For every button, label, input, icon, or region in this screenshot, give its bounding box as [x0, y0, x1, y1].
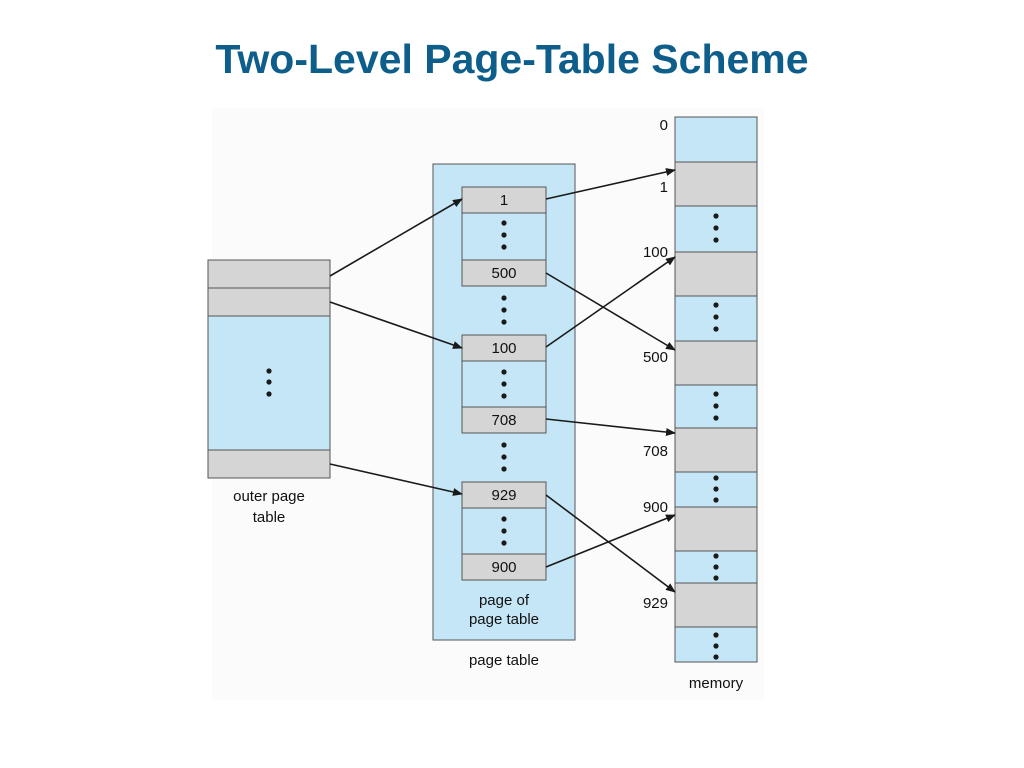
memory-address: 708 [643, 443, 668, 460]
page-table-inner-label-line2: page table [469, 611, 539, 628]
memory-address: 500 [643, 349, 668, 366]
outer-table-label-line2: table [253, 509, 286, 526]
page-table-entry-label: 900 [491, 559, 516, 576]
page-table-entry [461, 553, 547, 581]
memory-address: 929 [643, 595, 668, 612]
ellipsis-dots [266, 368, 272, 397]
memory-label: memory [689, 675, 744, 692]
memory-address: 1 [660, 179, 668, 196]
outer-table-label-line1: outer page [233, 488, 305, 505]
arrow [545, 272, 676, 351]
memory-address: 0 [660, 117, 668, 134]
memory-frame [674, 161, 758, 207]
arrow [545, 494, 676, 593]
page-table: 1 500 100 708 929 900 page of page table… [432, 163, 576, 669]
arrow [329, 198, 463, 277]
page-table-entry [461, 406, 547, 434]
arrow [329, 301, 463, 349]
page-table-entry-label: 929 [491, 487, 516, 504]
page-table-entry-label: 500 [491, 265, 516, 282]
arrow [329, 463, 463, 496]
arrow [545, 256, 676, 348]
memory-address: 900 [643, 499, 668, 516]
arrow [545, 514, 676, 568]
memory-frame [674, 506, 758, 552]
memory-address: 100 [643, 244, 668, 261]
page-table-entry [461, 259, 547, 287]
arrow [545, 418, 676, 437]
page-table-entry-label: 1 [500, 192, 508, 209]
memory-column [674, 116, 758, 663]
page-table-inner-label-line1: page of [479, 592, 530, 609]
arrows [329, 168, 676, 593]
page-table-label: page table [469, 652, 539, 669]
page-table-entry-label: 100 [491, 340, 516, 357]
page-table-entry [461, 186, 547, 214]
page-table-entry [461, 481, 547, 509]
memory-frame [674, 251, 758, 297]
page-table-entry [461, 334, 547, 362]
outer-entry-3 [207, 449, 331, 479]
memory-frame [674, 582, 758, 628]
memory-frame [674, 340, 758, 386]
outer-page-table: outer page table [207, 259, 331, 526]
outer-entry-1 [207, 259, 331, 289]
ellipsis-dots [501, 220, 507, 546]
arrow [545, 168, 676, 200]
ellipsis-dots [713, 213, 719, 660]
page-table-entry-label: 708 [491, 412, 516, 429]
slide-title: Two-Level Page-Table Scheme [215, 36, 809, 82]
memory: 0 1 100 500 708 900 929 memory [643, 116, 758, 692]
outer-entry-2 [207, 287, 331, 317]
memory-frame [674, 427, 758, 473]
